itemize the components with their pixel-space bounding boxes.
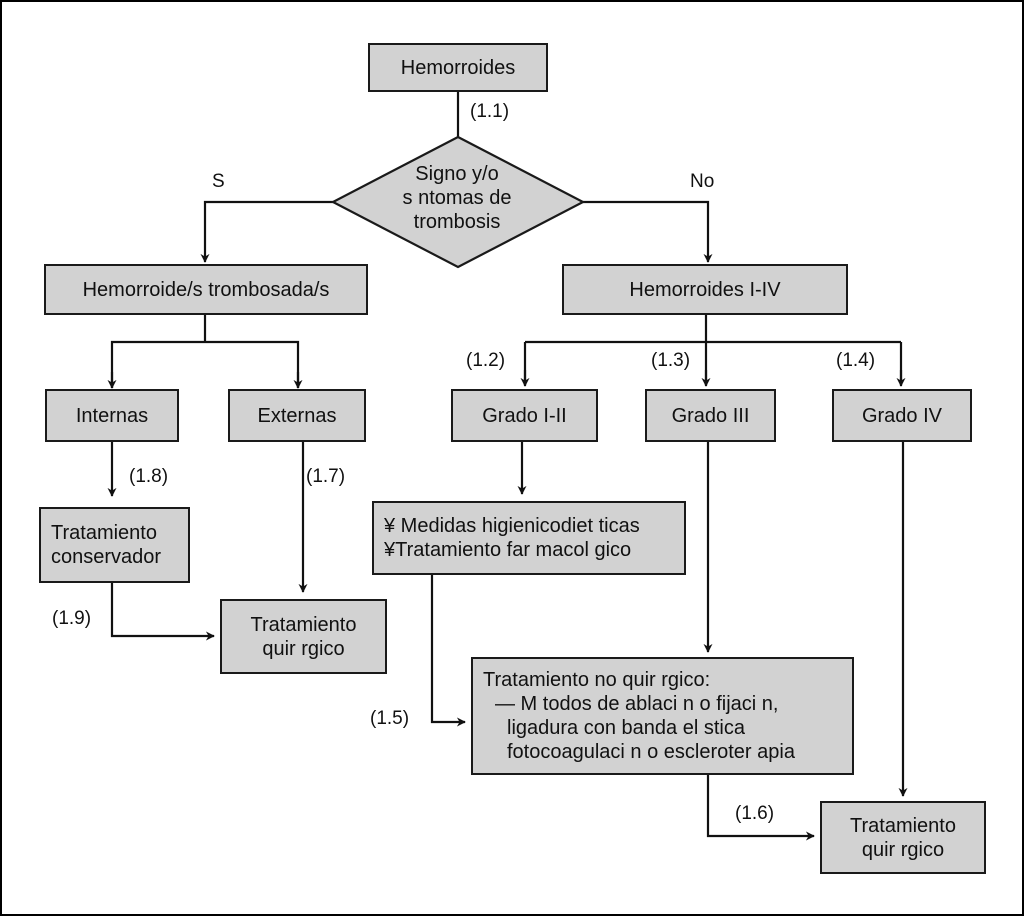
node-quirurgico-left-line-2: quir rgico — [262, 637, 345, 660]
node-grado-iv-label: Grado IV — [861, 404, 943, 427]
decision-text: Signo y/o s ntomas de trombosis — [372, 162, 542, 234]
step-label-1-6: (1.6) — [735, 803, 775, 824]
branch-label-si: S — [212, 171, 225, 192]
node-quirurgico-left-line-1: Tratamiento — [250, 613, 357, 636]
node-grado-i-ii-label: Grado I-II — [482, 404, 567, 427]
node-externas: Externas — [228, 389, 366, 442]
step-label-1-2: (1.2) — [466, 350, 506, 371]
decision-diamond — [330, 135, 586, 269]
node-medidas-line-1: ¥ Medidas higienicodiet ticas — [384, 515, 640, 537]
edge-no-quirurgico-to-quirurgico — [706, 775, 815, 841]
node-externas-label: Externas — [257, 404, 337, 427]
node-grado-iii: Grado III — [645, 389, 776, 442]
node-quirurgico-right-line-1: Tratamiento — [850, 814, 956, 837]
step-label-1-1: (1.1) — [470, 101, 510, 122]
node-grado-iii-label: Grado III — [671, 404, 750, 427]
node-no-quirurgico-line-4: fotocoagulaci n o escleroter apia — [507, 741, 795, 763]
node-quirurgico-left: Tratamiento quir rgico — [220, 599, 387, 674]
step-label-1-5: (1.5) — [370, 708, 410, 729]
step-label-1-9: (1.9) — [52, 608, 92, 629]
node-conservador-line-1: Tratamiento — [51, 522, 157, 544]
node-no-quirurgico-line-3: ligadura con banda el stica — [507, 717, 745, 739]
node-conservador: Tratamiento conservador — [39, 507, 190, 583]
edge-decision-no — [583, 200, 713, 263]
node-quirurgico-right: Tratamiento quir rgico — [820, 801, 986, 874]
node-medidas: ¥ Medidas higienicodiet ticas ¥Tratamien… — [372, 501, 686, 575]
node-hemorroides-i-iv: Hemorroides I-IV — [562, 264, 848, 315]
edge-conservador-to-quirurgico — [110, 583, 215, 641]
step-label-1-4: (1.4) — [836, 350, 876, 371]
edge-decision-yes — [200, 200, 333, 263]
step-label-1-7: (1.7) — [306, 466, 346, 487]
node-quirurgico-right-line-2: quir rgico — [861, 838, 945, 861]
decision-line-2: s ntomas de — [402, 187, 512, 209]
node-hemorroides-i-iv-label: Hemorroides I-IV — [629, 278, 781, 301]
node-internas: Internas — [45, 389, 179, 442]
node-hemorroides-label: Hemorroides — [400, 56, 516, 79]
decision-line-3: trombosis — [413, 211, 501, 233]
node-no-quirurgico-line-1: Tratamiento no quir rgico: — [483, 669, 711, 691]
node-conservador-line-2: conservador — [51, 546, 162, 568]
edge-i-iv-split — [523, 315, 903, 385]
node-trombosadas-label: Hemorroide/s trombosada/s — [82, 278, 330, 301]
step-label-1-8: (1.8) — [129, 466, 169, 487]
node-trombosadas: Hemorroide/s trombosada/s — [44, 264, 368, 315]
node-no-quirurgico-line-2: — M todos de ablaci n o fijaci n, — [495, 693, 779, 715]
edge-trombosadas-split — [110, 315, 300, 388]
edge-medidas-to-no-quirurgico — [430, 575, 466, 727]
node-hemorroides: Hemorroides — [368, 43, 548, 92]
step-label-1-3: (1.3) — [651, 350, 691, 371]
node-no-quirurgico: Tratamiento no quir rgico: — M todos de … — [471, 657, 854, 775]
node-medidas-line-2: ¥Tratamiento far macol gico — [384, 539, 632, 561]
branch-label-no: No — [690, 171, 715, 192]
node-grado-iv: Grado IV — [832, 389, 972, 442]
node-internas-label: Internas — [75, 404, 149, 427]
node-grado-i-ii: Grado I-II — [451, 389, 598, 442]
decision-line-1: Signo y/o — [415, 163, 499, 185]
